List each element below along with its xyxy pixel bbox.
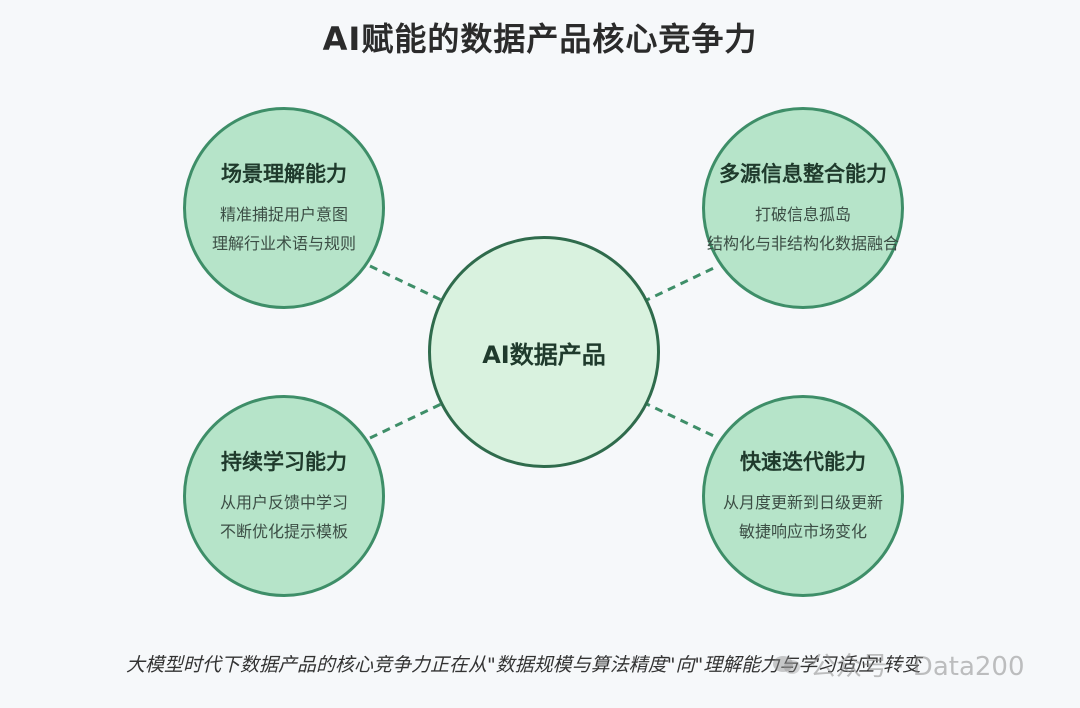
node-title: 持续学习能力 [221,450,347,474]
node-rapid-iteration: 快速迭代能力 从月度更新到日级更新 敏捷响应市场变化 [702,395,904,597]
diagram-caption: 大模型时代下数据产品的核心竞争力正在从"数据规模与算法精度"向"理解能力与学习适… [126,654,921,676]
wechat-icon [773,655,800,674]
node-line: 理解行业术语与规则 [211,234,356,253]
node-line: 敏捷响应市场变化 [738,522,867,541]
watermark-text: 公众号 · Data200 [810,652,1025,682]
node-line: 精准捕捉用户意图 [219,205,348,224]
node-scene-understanding: 场景理解能力 精准捕捉用户意图 理解行业术语与规则 [183,107,385,309]
connector-scene [369,264,459,310]
node-line: 不断优化提示模板 [219,522,348,541]
watermark: 公众号 · Data200 [772,646,1025,683]
page-title: AI赋能的数据产品核心竞争力 [322,20,758,58]
node-title: 场景理解能力 [221,162,347,186]
node-title: 快速迭代能力 [740,450,866,474]
node-line: 打破信息孤岛 [754,205,851,224]
center-node: AI数据产品 [428,236,660,468]
node-line: 从月度更新到日级更新 [722,493,883,512]
node-title: 多源信息整合能力 [719,162,887,186]
node-line: 结构化与非结构化数据融合 [706,234,899,253]
node-line: 从用户反馈中学习 [219,493,348,512]
connector-learning [369,394,459,440]
node-multisource-integration: 多源信息整合能力 打破信息孤岛 结构化与非结构化数据融合 [702,107,904,309]
node-continuous-learning: 持续学习能力 从用户反馈中学习 不断优化提示模板 [183,395,385,597]
center-node-label: AI数据产品 [482,340,606,369]
